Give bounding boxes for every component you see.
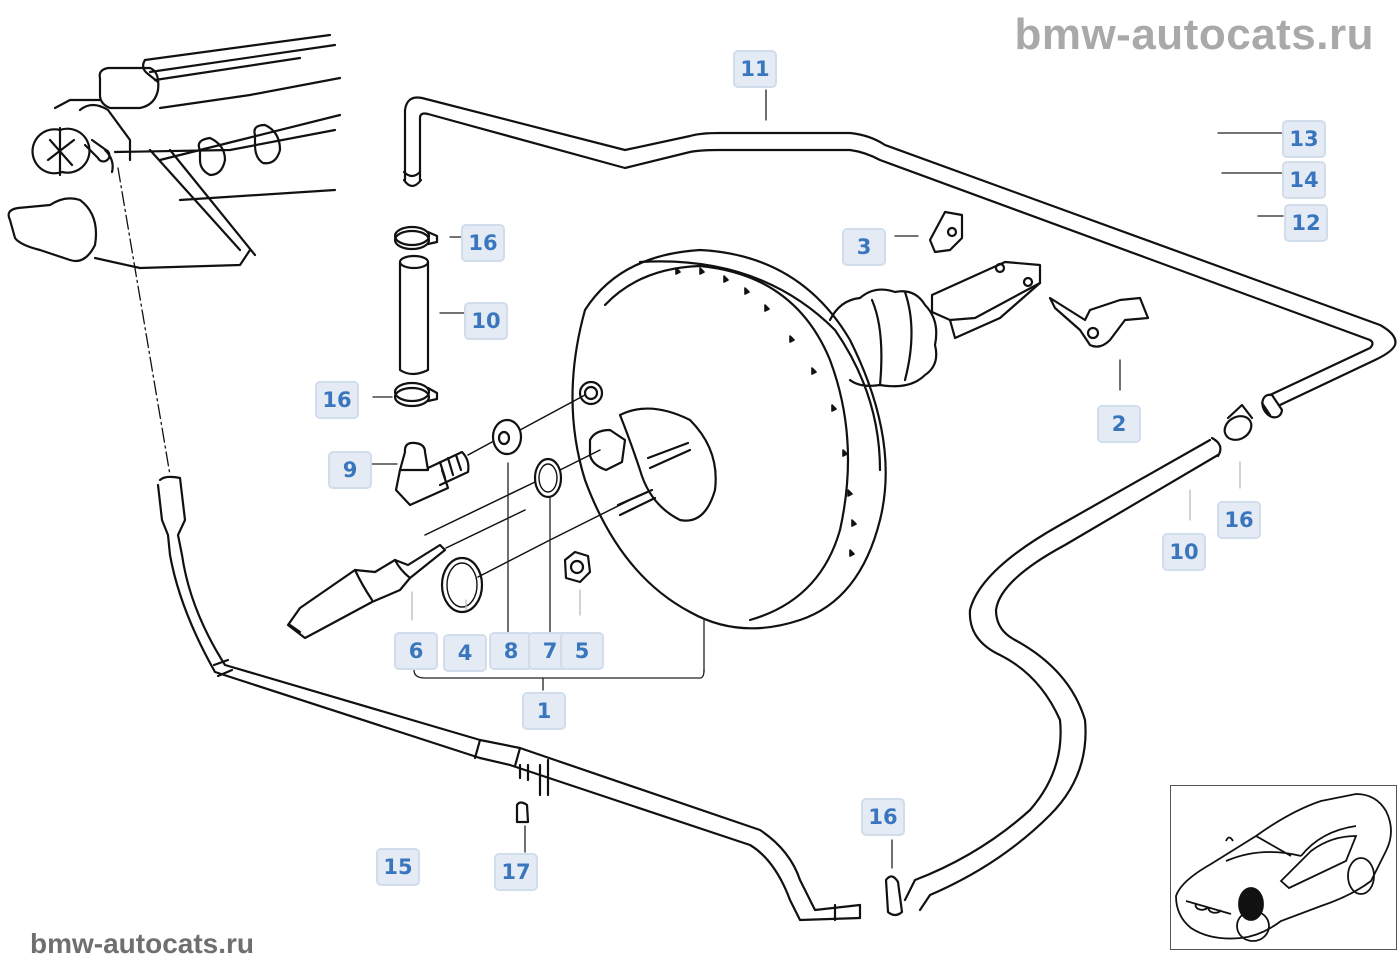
brake-booster [571,210,1150,630]
seal-ring [533,457,563,499]
callout-17[interactable]: 17 [494,853,538,891]
nut [563,550,592,584]
callout-16-bottom[interactable]: 16 [861,798,905,836]
callout-10-long[interactable]: 10 [1162,533,1206,571]
o-ring [440,556,484,614]
check-valve [394,441,470,507]
callout-16-right[interactable]: 16 [1217,501,1261,539]
callout-8[interactable]: 8 [489,632,533,670]
callout-15[interactable]: 15 [376,848,420,886]
vehicle-locator-inset [1170,785,1397,950]
hose-clamp-lower [393,381,439,408]
vacuum-pipe-15 [156,475,904,922]
callout-5[interactable]: 5 [560,632,604,670]
vacuum-hose-11 [402,96,1397,419]
callout-11[interactable]: 11 [733,50,777,88]
callout-9[interactable]: 9 [328,451,372,489]
callout-16-top[interactable]: 16 [461,224,505,262]
hose-10-short [398,254,430,376]
engine-illustration [7,33,342,270]
callout-10-short[interactable]: 10 [464,302,508,340]
callout-13[interactable]: 13 [1282,120,1326,158]
watermark-bottom: bmw-autocats.ru [30,928,255,959]
callout-14[interactable]: 14 [1282,161,1326,199]
sensor [286,543,447,640]
leader-line [117,167,171,476]
hose-10-long [903,436,1222,912]
callout-3[interactable]: 3 [842,228,886,266]
callout-leaders [364,89,1284,869]
callout-2[interactable]: 2 [1097,405,1141,443]
hose-clamp-right [1223,403,1254,441]
grommet [491,418,523,456]
callout-4[interactable]: 4 [443,634,487,672]
hose-clamp-top [393,225,439,251]
callout-16-lower[interactable]: 16 [315,381,359,419]
assembly-lines [424,394,641,578]
callout-6[interactable]: 6 [394,632,438,670]
callout-1[interactable]: 1 [522,692,566,730]
callout-12[interactable]: 12 [1284,204,1328,242]
watermark-top: bmw-autocats.ru [1014,10,1374,59]
car-outline-icon [1175,793,1392,942]
